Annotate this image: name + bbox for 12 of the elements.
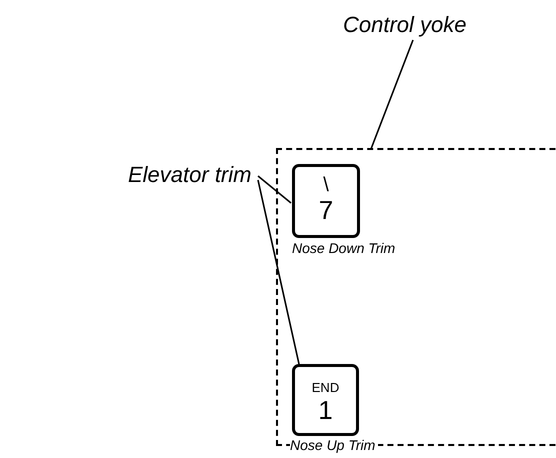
key-symbol: \ [322,173,330,195]
keycap [292,364,359,436]
key-number: 7 [318,195,334,223]
leader-line [258,175,292,204]
callout-label: Elevator trim [128,162,256,192]
keycap [292,164,360,238]
key-legend: END [295,367,356,394]
leader-line [370,40,414,150]
key-caption: Nose Up Trim [290,437,378,453]
callout-label: Control yoke [343,12,503,42]
key-number: 1 [317,394,334,423]
leader-line [257,180,300,364]
